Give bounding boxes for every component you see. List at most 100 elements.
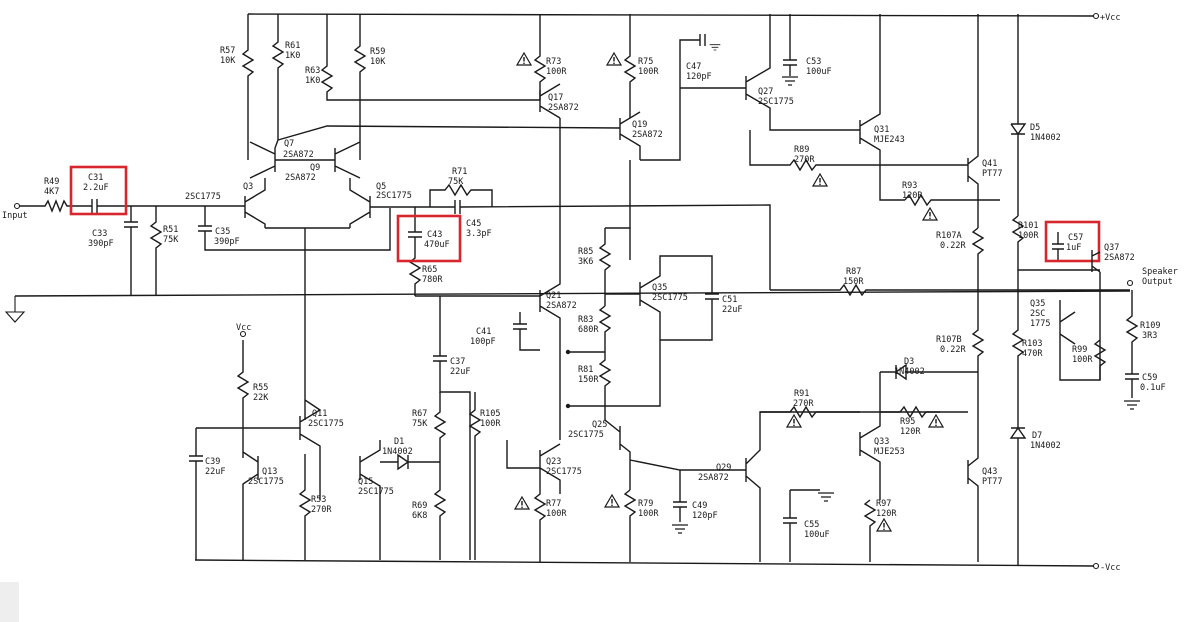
warning-triangle-icon [876, 518, 892, 532]
svg-text:C45: C45 [466, 219, 481, 229]
svg-text:R85: R85 [578, 247, 593, 257]
svg-text:Q7: Q7 [284, 139, 294, 149]
svg-text:120pF: 120pF [692, 511, 718, 521]
svg-text:R95: R95 [900, 417, 915, 427]
svg-text:2.2uF: 2.2uF [83, 183, 109, 193]
svg-text:C49: C49 [692, 501, 707, 511]
svg-text:C57: C57 [1068, 233, 1083, 243]
svg-text:2SC1775: 2SC1775 [568, 430, 604, 440]
svg-text:R109: R109 [1140, 321, 1160, 331]
c31-highlight-box [69, 165, 128, 216]
input-terminal[interactable] [13, 202, 21, 210]
speaker-output-label: Speaker [1142, 267, 1178, 277]
bias-adjust-node[interactable] [565, 403, 571, 409]
svg-text:120pF: 120pF [686, 72, 712, 82]
svg-text:Q43: Q43 [982, 467, 997, 477]
output-stage-upper: Q31 MJE243 R89 270R Q41 PT77 R93 120R R1… [749, 14, 1178, 297]
svg-text:R75: R75 [638, 57, 653, 67]
svg-text:R87: R87 [846, 267, 861, 277]
input-label: Input [2, 211, 28, 221]
svg-text:R97: R97 [876, 499, 891, 509]
svg-text:22uF: 22uF [722, 305, 742, 315]
svg-text:1775: 1775 [1030, 319, 1050, 329]
svg-text:10K: 10K [370, 57, 386, 67]
svg-text:270R: 270R [793, 399, 814, 409]
svg-text:1K0: 1K0 [305, 76, 320, 86]
positive-rail-wire [247, 13, 1095, 17]
svg-text:Q15: Q15 [358, 477, 373, 487]
svg-text:Q23: Q23 [546, 457, 561, 467]
svg-text:75K: 75K [412, 419, 428, 429]
svg-text:1N4002: 1N4002 [894, 367, 925, 377]
svg-text:Q3: Q3 [243, 182, 253, 192]
svg-text:2SC1775: 2SC1775 [308, 419, 344, 429]
svg-text:100R: 100R [1072, 355, 1093, 365]
vcc-bottom-terminal[interactable] [1092, 562, 1100, 570]
svg-text:2SA872: 2SA872 [698, 473, 729, 483]
svg-text:R55: R55 [253, 383, 268, 393]
input-section: Input R49 4K7 C31 2.2uF C33 390pF R51 75… [2, 165, 245, 296]
negative-rail-wire [194, 559, 1095, 567]
svg-text:100uF: 100uF [804, 530, 830, 540]
svg-text:100R: 100R [480, 419, 501, 429]
svg-text:390pF: 390pF [88, 239, 114, 249]
svg-text:R71: R71 [452, 167, 467, 177]
svg-text:D5: D5 [1030, 123, 1040, 133]
svg-text:470uF: 470uF [424, 240, 450, 250]
svg-text:2SC1775: 2SC1775 [652, 293, 688, 303]
bias-adjust-node[interactable] [565, 349, 571, 355]
warning-triangle-icon [786, 414, 802, 428]
svg-text:PT77: PT77 [982, 477, 1002, 487]
svg-text:R107A: R107A [936, 231, 962, 241]
svg-text:C31: C31 [88, 173, 103, 183]
svg-text:R83: R83 [578, 315, 593, 325]
svg-text:R65: R65 [422, 265, 437, 275]
svg-text:0.22R: 0.22R [940, 345, 966, 355]
svg-text:1N4002: 1N4002 [1030, 133, 1061, 143]
svg-text:2SA872: 2SA872 [548, 103, 579, 113]
svg-text:100pF: 100pF [470, 337, 496, 347]
svg-text:Q25: Q25 [592, 420, 607, 430]
svg-text:D3: D3 [904, 357, 914, 367]
svg-text:Q37: Q37 [1104, 243, 1119, 253]
ground-symbol-icon [817, 492, 835, 502]
svg-text:780R: 780R [422, 275, 443, 285]
svg-text:3K6: 3K6 [578, 257, 593, 267]
svg-text:Output: Output [1142, 277, 1173, 287]
svg-text:R103: R103 [1022, 339, 1042, 349]
svg-text:Q35: Q35 [1030, 299, 1045, 309]
ground-symbol-icon [671, 524, 689, 534]
svg-text:R99: R99 [1072, 345, 1087, 355]
svg-text:Q27: Q27 [758, 87, 773, 97]
ground-symbol-icon [1123, 400, 1141, 410]
c43-highlight-box [396, 214, 462, 263]
svg-text:1uF: 1uF [1066, 243, 1081, 253]
svg-text:C51: C51 [722, 295, 737, 305]
rails: +Vcc -Vcc [4, 12, 1131, 573]
vcc-local-terminal[interactable] [239, 330, 247, 338]
svg-text:Vcc: Vcc [236, 323, 251, 333]
svg-text:R81: R81 [578, 365, 593, 375]
svg-text:MJE253: MJE253 [874, 447, 905, 457]
ground-line [14, 290, 1131, 297]
svg-text:150R: 150R [843, 277, 864, 287]
warning-triangle-icon [516, 52, 532, 66]
warning-triangle-icon [514, 496, 530, 510]
svg-text:PT77: PT77 [982, 169, 1002, 179]
svg-text:2SC: 2SC [1030, 309, 1045, 319]
svg-text:R49: R49 [44, 177, 59, 187]
svg-text:Q5: Q5 [376, 182, 386, 192]
svg-text:R57: R57 [220, 46, 235, 56]
svg-text:0.22R: 0.22R [940, 241, 966, 251]
svg-text:R105: R105 [480, 409, 500, 419]
svg-text:R69: R69 [412, 501, 427, 511]
speaker-output-terminal[interactable] [1126, 279, 1134, 287]
svg-text:100uF: 100uF [806, 67, 832, 77]
svg-text:120R: 120R [902, 191, 923, 201]
c57-highlight-box [1044, 220, 1101, 263]
svg-text:C33: C33 [92, 229, 107, 239]
svg-text:R53: R53 [311, 495, 326, 505]
vcc-top-terminal[interactable] [1092, 12, 1100, 20]
svg-text:150R: 150R [578, 375, 599, 385]
feedback-network: R71 75K C45 3.3pF C43 470uF R65 780R [370, 167, 771, 296]
